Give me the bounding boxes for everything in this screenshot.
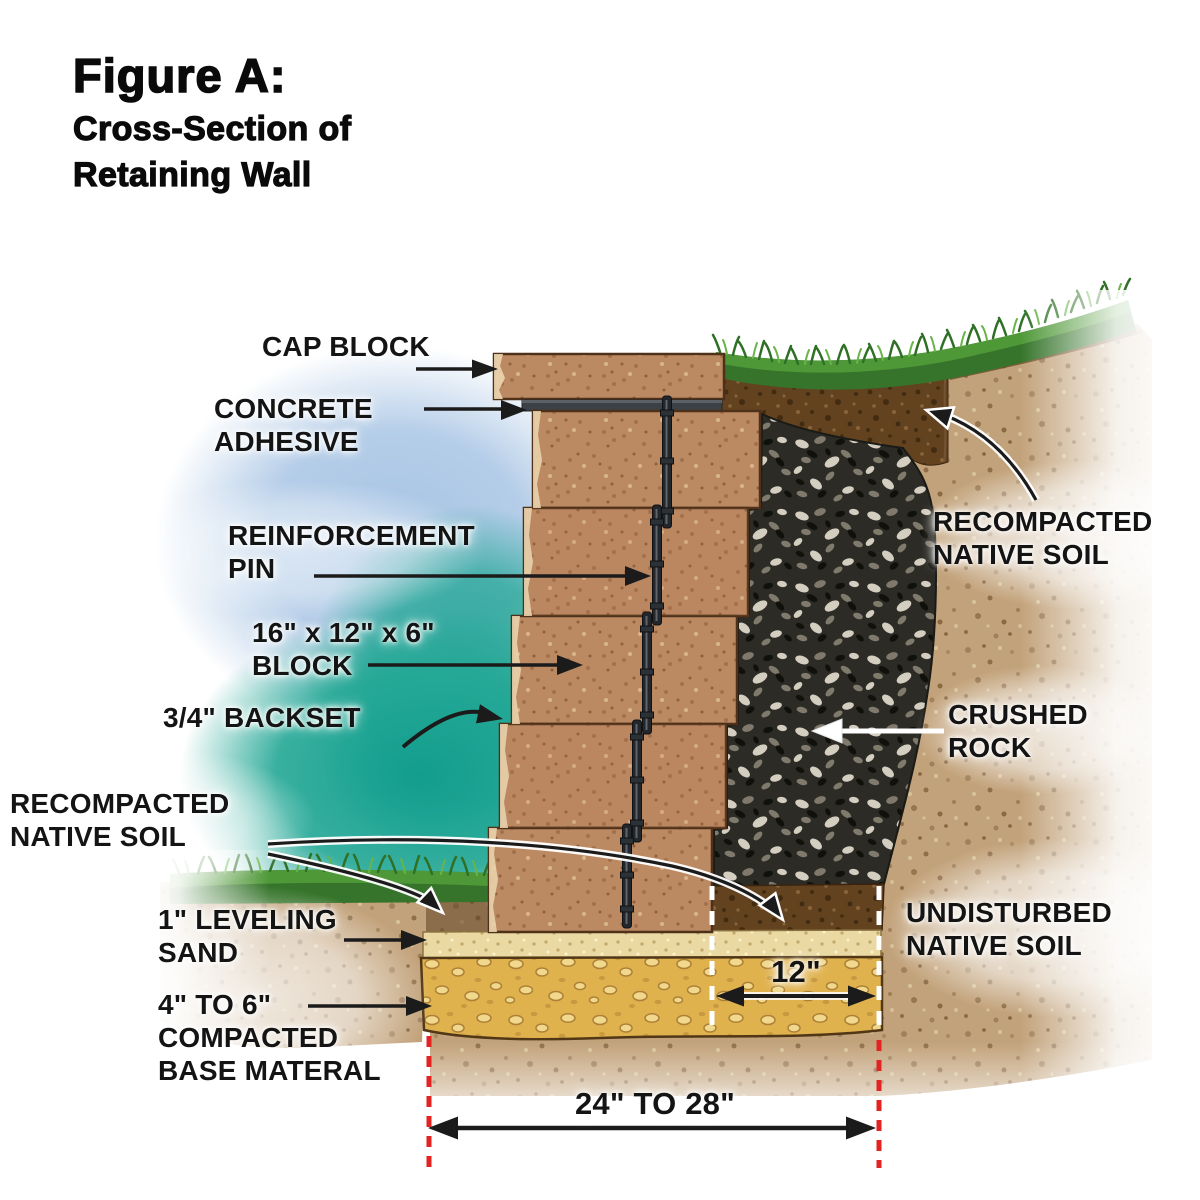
label-reinforcement-pin: REINFORCEMENT PIN <box>228 520 475 585</box>
dimension-24-28in: 24" TO 28" <box>574 1086 736 1121</box>
label-crushed-rock: CRUSHED ROCK <box>948 699 1088 764</box>
figure-title-line3: Retaining Wall <box>72 155 312 194</box>
label-undisturbed-native-soil: UNDISTURBED NATIVE SOIL <box>906 897 1112 962</box>
leader-arrows <box>267 359 1040 1016</box>
reinforcement-pins <box>620 395 674 929</box>
figure-title-line1: Figure A: <box>72 48 287 103</box>
label-compacted-base: 4" TO 6" COMPACTED BASE MATERAL <box>158 989 381 1087</box>
retaining-wall-blocks <box>487 352 762 934</box>
concrete-adhesive-strip <box>521 399 723 412</box>
cap-block-shape <box>492 352 726 401</box>
label-leveling-sand: 1" LEVELING SAND <box>158 904 337 969</box>
label-backset: 3/4" BACKSET <box>163 702 361 733</box>
concrete-adhesive-arrow <box>424 400 527 420</box>
dim-12-arrow <box>716 985 876 1007</box>
dimension-12in: 12" <box>771 954 821 989</box>
figure-title-line2: Cross-Section of <box>72 109 352 148</box>
crushed-rock-zone <box>713 412 937 890</box>
reinforcement-pin-arrow <box>314 566 651 586</box>
recompacted-left-arrow-short <box>267 850 446 916</box>
leveling-sand-arrow <box>344 930 427 950</box>
dimension-arrows <box>428 985 876 1140</box>
edge-fades <box>0 290 1200 1182</box>
recompacted-left-arrow-long <box>267 835 786 923</box>
block-arrow <box>368 655 583 675</box>
base-material-arrow <box>308 996 432 1016</box>
label-block-size: 16" x 12" x 6" BLOCK <box>252 617 435 682</box>
label-recompacted-native-soil-left: RECOMPACTED NATIVE SOIL <box>10 788 230 853</box>
backset-arrow <box>401 704 503 749</box>
guide-lines <box>426 886 882 1168</box>
cap-block-arrow <box>416 359 498 379</box>
label-cap-block: CAP BLOCK <box>262 331 430 362</box>
compacted-base-layer <box>419 955 884 1041</box>
crushed-rock-arrow <box>810 718 944 744</box>
figure-title: Figure A: Cross-Section of Retaining Wal… <box>72 48 352 195</box>
label-concrete-adhesive: CONCRETE ADHESIVE <box>214 393 373 458</box>
recompacted-right-arrow <box>922 405 1040 502</box>
dim-24-28-arrow <box>428 1116 876 1140</box>
label-recompacted-native-soil-right: RECOMPACTED NATIVE SOIL <box>933 506 1153 571</box>
block-courses <box>487 409 762 934</box>
